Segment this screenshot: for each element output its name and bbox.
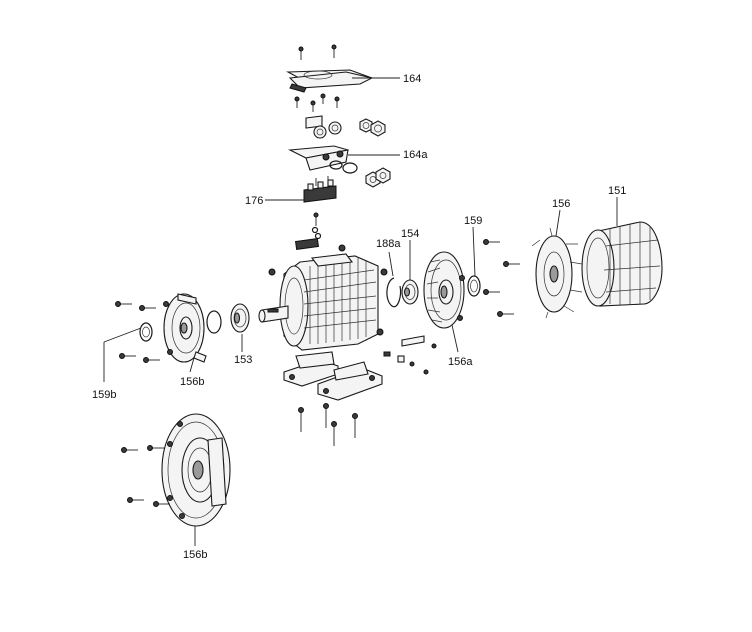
cover-screws <box>294 44 340 112</box>
terminal-washers <box>311 212 322 240</box>
nameplate-parts <box>383 335 437 375</box>
endshield-bolts-left-top <box>115 301 160 363</box>
label-151: 151 <box>608 185 626 197</box>
endshield-156a <box>423 251 465 329</box>
leader-159 <box>472 226 476 277</box>
terminal-box-base-164a <box>288 145 349 171</box>
label-164a: 164a <box>403 149 428 161</box>
leader-188a <box>388 251 394 277</box>
label-153: 153 <box>234 354 252 366</box>
label-156b-bottom: 156b <box>183 549 207 561</box>
terminal-box-cover-164 <box>285 69 374 93</box>
label-176: 176 <box>245 195 263 207</box>
washer-159b <box>139 322 153 342</box>
label-188a: 188a <box>376 238 401 250</box>
cable-glands <box>305 115 386 139</box>
label-164: 164 <box>403 73 421 85</box>
leader-156b-top <box>189 357 195 373</box>
bearing-154 <box>401 279 419 305</box>
sealing-rings <box>329 160 391 188</box>
flange-endshield-156b-bottom <box>161 413 231 527</box>
label-156a: 156a <box>448 356 473 368</box>
washer-159 <box>467 275 481 297</box>
endshield-bolts-right <box>483 239 520 317</box>
label-159b: 159b <box>92 389 116 401</box>
bearing-153 <box>230 303 250 333</box>
leader-156 <box>555 209 561 237</box>
terminal-block-176 <box>303 176 337 203</box>
shaft <box>258 305 289 323</box>
fan-cover-151 <box>581 221 663 307</box>
leader-159b-d <box>103 327 142 343</box>
stator-housing <box>268 237 388 351</box>
label-154: 154 <box>401 228 419 240</box>
flange-bolts <box>121 445 170 507</box>
label-156b-top: 156b <box>180 376 204 388</box>
endshield-156b-top <box>163 293 207 363</box>
circlip-drive-end <box>206 310 222 334</box>
leader-156a <box>451 324 459 353</box>
label-156: 156 <box>552 198 570 210</box>
fan-156 <box>531 227 583 319</box>
circlip-188a <box>386 277 402 308</box>
foot-bolts <box>298 403 358 446</box>
motor-feet <box>283 351 383 401</box>
label-159: 159 <box>464 215 482 227</box>
